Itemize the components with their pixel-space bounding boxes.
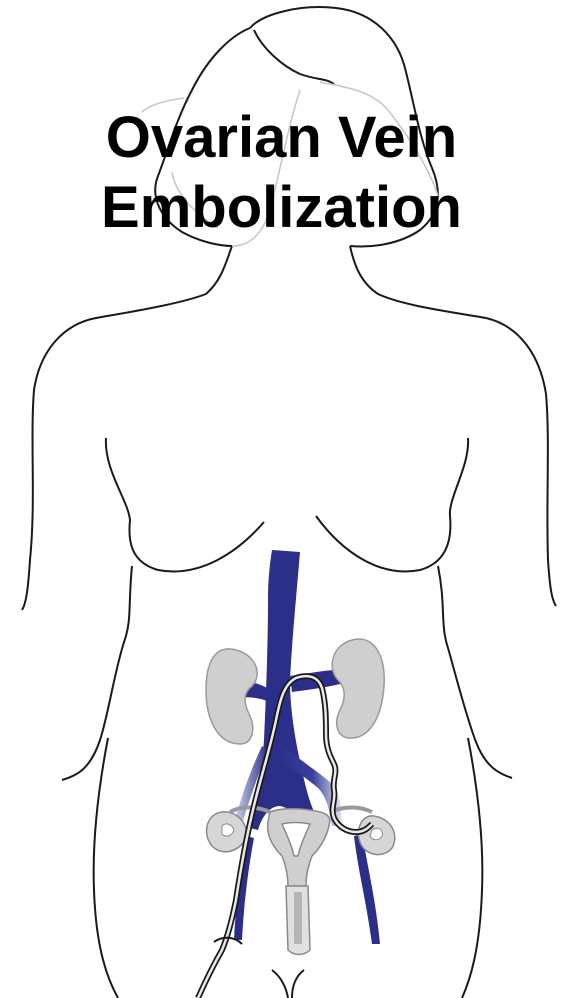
ovary-left (207, 812, 247, 852)
title-line-1: Ovarian Vein (0, 103, 563, 173)
diagram-title: Ovarian Vein Embolization (0, 103, 563, 243)
ovary-right (358, 816, 394, 855)
kidney-right (332, 639, 384, 738)
title-line-2: Embolization (0, 173, 563, 243)
